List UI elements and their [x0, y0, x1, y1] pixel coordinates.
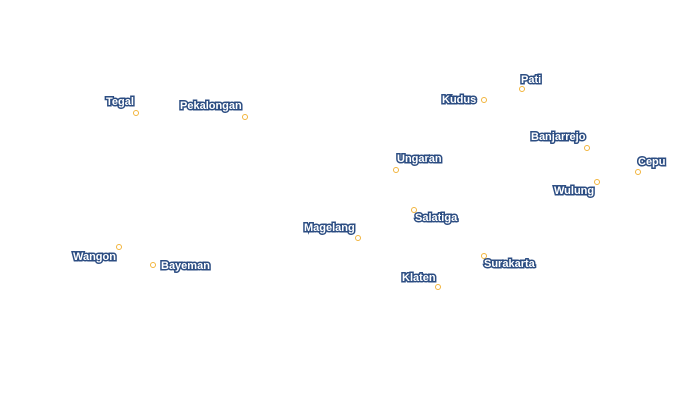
city-marker-tegal[interactable] — [133, 110, 139, 116]
city-label-cepu: Cepu — [637, 155, 667, 170]
city-marker-magelang[interactable] — [355, 235, 361, 241]
city-marker-salatiga[interactable] — [411, 207, 417, 213]
city-marker-ungaran[interactable] — [393, 167, 399, 173]
city-marker-klaten[interactable] — [435, 284, 441, 290]
city-marker-wulung[interactable] — [594, 179, 600, 185]
city-label-banjarrejo: Banjarrejo — [529, 130, 586, 145]
city-label-salatiga: Salatiga — [413, 211, 458, 226]
city-label-kudus: Kudus — [440, 93, 477, 108]
city-label-magelang: Magelang — [303, 221, 357, 236]
city-label-surakarta: Surakarta — [483, 257, 537, 272]
city-marker-banjarrejo[interactable] — [584, 145, 590, 151]
city-label-tegal: Tegal — [105, 95, 136, 110]
city-marker-surakarta[interactable] — [481, 253, 487, 259]
city-marker-cepu[interactable] — [635, 169, 641, 175]
city-label-wulung: Wulung — [552, 184, 595, 199]
city-marker-pati[interactable] — [519, 86, 525, 92]
city-marker-bayeman[interactable] — [150, 262, 156, 268]
city-label-pekalongan: Pekalongan — [179, 99, 244, 114]
city-marker-pekalongan[interactable] — [242, 114, 248, 120]
city-label-pati: Pati — [519, 73, 542, 88]
city-label-wangon: Wangon — [72, 250, 118, 265]
city-label-bayeman: Bayeman — [160, 259, 212, 274]
city-marker-kudus[interactable] — [481, 97, 487, 103]
city-marker-wangon[interactable] — [116, 244, 122, 250]
city-label-ungaran: Ungaran — [396, 152, 444, 167]
city-label-klaten: Klaten — [401, 271, 438, 286]
